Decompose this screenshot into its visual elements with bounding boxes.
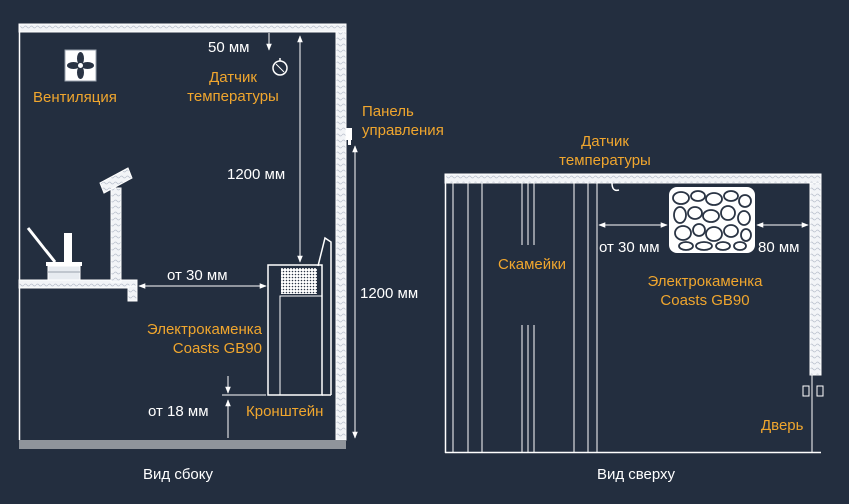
left-gap-dimension: от 30 мм: [599, 239, 660, 256]
side-heater: [267, 236, 332, 396]
sensor-height-dimension: 1200 мм: [227, 166, 286, 183]
door-label: Дверь: [761, 417, 804, 434]
side-right-wall: [335, 31, 347, 441]
top-sensor-label-line2: температуры: [559, 152, 651, 169]
control-panel-label: Панель управления: [362, 102, 444, 140]
control-panel-label-line1: Панель: [362, 103, 414, 120]
top-view: [444, 173, 824, 454]
right-gap-dimension: 80 мм: [758, 239, 800, 256]
top-heater-label-line1: Электрокаменка: [647, 273, 763, 290]
side-view-caption: Вид сбоку: [143, 466, 213, 483]
side-heater-label: Электрокаменка Coasts GB90: [120, 320, 262, 358]
top-heater-label-line2: Coasts GB90: [660, 292, 750, 309]
bench-backrest: [110, 187, 122, 283]
top-back-wall: [444, 173, 822, 184]
panel-height-dimension: 1200 мм: [360, 285, 419, 302]
top-heater-label: Электрокаменка Coasts GB90: [630, 272, 780, 310]
side-sensor-label-line2: температуры: [187, 88, 279, 105]
side-floor: [19, 440, 346, 449]
backrest-top: [99, 167, 133, 194]
side-sensor-label-line1: Датчик: [209, 69, 257, 86]
top-sensor-label-line1: Датчик: [581, 133, 629, 150]
fan-icon: [64, 49, 97, 82]
top-sensor-mark: [611, 182, 620, 192]
control-panel-icon: [346, 128, 352, 145]
door: [802, 375, 824, 452]
temperature-sensor-icon: [272, 58, 288, 76]
top-sensor-label: Датчик температуры: [545, 132, 665, 170]
bench-slats: [452, 183, 598, 452]
heater-stones-icon: [669, 187, 755, 253]
side-heater-label-line1: Электрокаменка: [146, 321, 262, 338]
side-sensor-label: Датчик температуры: [178, 68, 288, 106]
bench-gap-dimension: от 30 мм: [167, 267, 228, 284]
top-gap-dimension: 50 мм: [208, 39, 250, 56]
ventilation-label: Вентиляция: [33, 89, 117, 106]
floor-gap-dimension: от 18 мм: [148, 403, 209, 420]
bench-edge: [127, 285, 138, 302]
top-view-caption: Вид сверху: [596, 466, 676, 483]
bracket-label: Кронштейн: [246, 403, 324, 420]
side-ceiling: [18, 23, 347, 33]
benches-label: Скамейки: [497, 255, 568, 274]
control-panel-label-line2: управления: [362, 122, 444, 139]
side-view: [18, 23, 358, 449]
side-dimension-lines: [138, 33, 358, 439]
top-right-wall: [809, 182, 822, 376]
side-heater-label-line2: Coasts GB90: [172, 340, 262, 357]
ladle-bucket-icon: [26, 227, 82, 281]
